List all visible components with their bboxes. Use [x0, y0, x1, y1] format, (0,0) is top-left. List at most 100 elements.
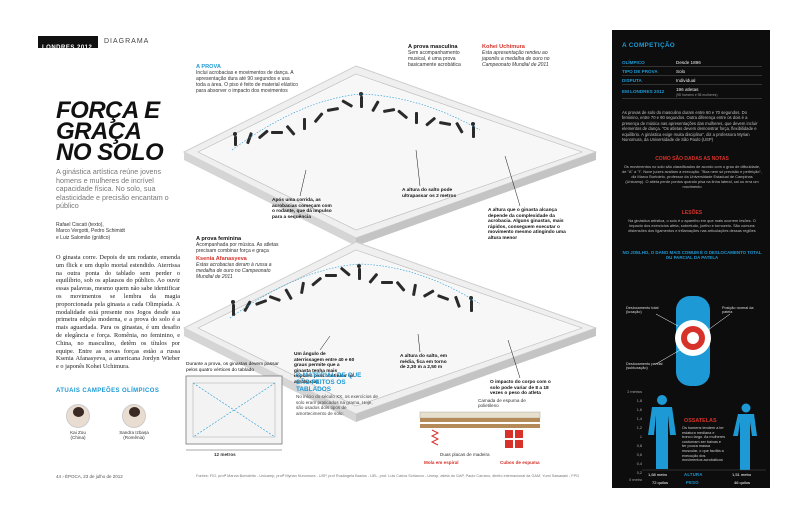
foam-label: Cubos de espuma [500, 460, 540, 465]
callout-complexity: A altura que o ginasta alcança depende d… [488, 208, 566, 241]
female-weight: 46 quilos [734, 480, 751, 485]
row-value-main: 196 atletas [676, 86, 699, 92]
row-key: TIPO DE PROVA [622, 68, 658, 74]
axis-tick: 1,2 [636, 426, 642, 430]
page-footer: 44 › ÉPOCA, 23 de julho de 2012 [56, 474, 123, 479]
sidebar-title: A COMPETIÇÃO [622, 42, 676, 49]
champion-country: (Romênia) [123, 435, 145, 441]
callout-run: Após uma corrida, as acrobacias começam … [272, 198, 332, 220]
female-height: 1,51 metro [732, 472, 752, 477]
injury-title: LESÕES [681, 210, 703, 216]
male-weight: 72 quilos [652, 480, 669, 485]
knee-label-normal: Posição normal da patela [722, 306, 754, 315]
table-row: TIPO DE PROVA Solo [622, 67, 762, 76]
axis-tick: 1,4 [636, 417, 642, 421]
notes-text: Os movimentos no solo são classificados … [622, 164, 762, 189]
male-athlete-name: Kohei Uchimura [482, 44, 525, 50]
champion-card: Sandra Izbașa (Romênia) [114, 404, 154, 441]
male-figure-icon [648, 395, 676, 469]
floor-plan-size: 12 metros [214, 452, 236, 457]
table-row: OLÍMPICO Desde 1896 [622, 58, 762, 67]
female-event-note: A prova feminina Acompanhada por música.… [196, 236, 300, 254]
axis-tick: 1,8 [636, 399, 642, 403]
material-text: No início do século XX, os exercícios de… [296, 394, 378, 416]
axis-tick: 2 metros [627, 390, 642, 394]
row-note: (98 homens e 98 mulheres) [676, 92, 718, 97]
axis-tick: 1,6 [636, 408, 642, 412]
axis-tick: 0 metro [629, 478, 642, 482]
champion-card: Kai Zou (China) [58, 404, 98, 441]
layer-wood-label: Duas placas de madeira [440, 452, 490, 457]
osteo-title: OSSATELAS [684, 418, 717, 424]
height-axis: 2 metros 1,8 1,6 1,4 1,2 1 0,8 0,6 0,4 0… [620, 390, 642, 482]
male-height: 1,68 metro [648, 472, 668, 477]
material-title: O MATERIAL DE QUE SÃO FEITOS OS TABLADOS [296, 372, 362, 393]
spring-label: Mola em espiral [424, 460, 459, 465]
osteo-text: Os homens tendem a ter estatura mediana … [682, 426, 726, 463]
male-athlete-text: Esta apresentação rendeu ao japonês a me… [482, 50, 550, 68]
knee-illustration: Deslocamento total (luxação) Posição nor… [626, 296, 760, 386]
axis-tick: 0,4 [636, 462, 642, 466]
logo-text: LONDRES 2012 [42, 45, 93, 51]
sidebar-paragraph: As provas de solo do masculino duram ent… [622, 110, 758, 143]
callout-landing: Um ângulo de aterrissagem entre 40 e 60 … [294, 352, 355, 385]
female-athlete-note: Ksenia Afanasyeva Estas acrobacias deram… [196, 256, 280, 280]
floor-plan [185, 375, 283, 451]
row-value: 196 atletas(98 homens e 98 mulheres) [676, 87, 717, 97]
deck: A ginástica artística reúne jovens homen… [56, 167, 169, 211]
row-value: Desde 1896 [676, 59, 701, 65]
gymnast-sequence-top [233, 92, 475, 146]
male-event-note: A prova masculina Sem acompanhamento mus… [408, 44, 478, 68]
female-event-title: A prova feminina [196, 236, 242, 242]
axis-tick: 0,2 [636, 471, 642, 475]
male-athlete-note: Kohei Uchimura Esta apresentação rendeu … [482, 44, 554, 68]
top-platform-title: A PROVA [196, 64, 221, 70]
section-label: DIAGRAMA [104, 38, 150, 45]
male-event-title: A prova masculina [408, 44, 458, 50]
champion-photo [66, 404, 90, 428]
champions-title: ATUAIS CAMPEÕES OLÍMPICOS [56, 388, 160, 394]
champion-photo [122, 404, 146, 428]
axis-tick: 0,6 [636, 453, 642, 457]
body-figures [642, 395, 766, 471]
champion-name: Kai Zou [70, 430, 86, 435]
weight-label: PESO [686, 480, 699, 485]
page-title: Força e graça no solo [56, 97, 164, 166]
row-value: Solo [676, 68, 686, 74]
row-key: EM LONDRES 2012 [622, 89, 665, 94]
male-event-text: Sem acompanhamento musical, é uma prova … [408, 50, 461, 68]
table-row: EM LONDRES 2012 196 atletas(98 homens e 9… [622, 85, 762, 99]
knee-label-total: Deslocamento total (luxação) [626, 306, 659, 315]
knee-icon [655, 296, 731, 386]
callout-height: A altura do salto pode ultrapassar os 2 … [402, 188, 457, 199]
knee-label-partial: Deslocamento parcial (subluxação) [626, 362, 663, 371]
bottom-platform [182, 241, 598, 422]
callout-impact: O impacto do corpo com o solo pode varia… [490, 380, 551, 397]
sidebar-panel: A COMPETIÇÃO OLÍMPICO Desde 1896 TIPO DE … [612, 30, 770, 488]
body-text: O ginasta corre. Depois de um rodante, e… [56, 254, 180, 371]
credit-line: Rafael Ciscati (texto), [56, 222, 104, 228]
competition-table: OLÍMPICO Desde 1896 TIPO DE PROVA Solo DIS… [622, 58, 762, 99]
sources: Fontes: FIG, profª Marcia Bortoletto - U… [196, 474, 580, 478]
credit-line: Marco Vergotti, Pedro Schimidt [56, 228, 125, 235]
floor-plan-text: Durante a prova, os ginastas devem passa… [186, 362, 279, 373]
gymnast-sequence-bottom [231, 264, 473, 316]
axis-tick: 0,8 [636, 444, 642, 448]
female-athlete-name: Ksenia Afanasyeva [196, 256, 247, 262]
injury-text: Na ginástica artística, o solo é o apare… [628, 218, 756, 233]
london-logo: LONDRES 2012 [38, 36, 98, 51]
callout-avg-height: A altura do salto, em média, fica em tor… [400, 354, 448, 371]
credits: Rafael Ciscati (texto), Marco Vergotti, … [56, 222, 176, 241]
female-figure-icon [733, 403, 757, 470]
height-label: ALTURA [684, 472, 703, 477]
axis-tick: 1 [639, 435, 642, 439]
top-platform-intro: A PROVA Inclui acrobacias e movimentos d… [196, 64, 298, 94]
female-event-text: Acompanhada por música. As atletas preci… [196, 242, 279, 254]
material-diagram [419, 411, 541, 448]
row-key: OLÍMPICO [622, 59, 645, 65]
female-athlete-text: Estas acrobacias deram à russa a medalha… [196, 262, 272, 280]
notes-title: COMO SÃO DADAS AS NOTAS [655, 156, 729, 162]
layer-foam-label: Camada de espuma de polietileno [478, 398, 526, 408]
